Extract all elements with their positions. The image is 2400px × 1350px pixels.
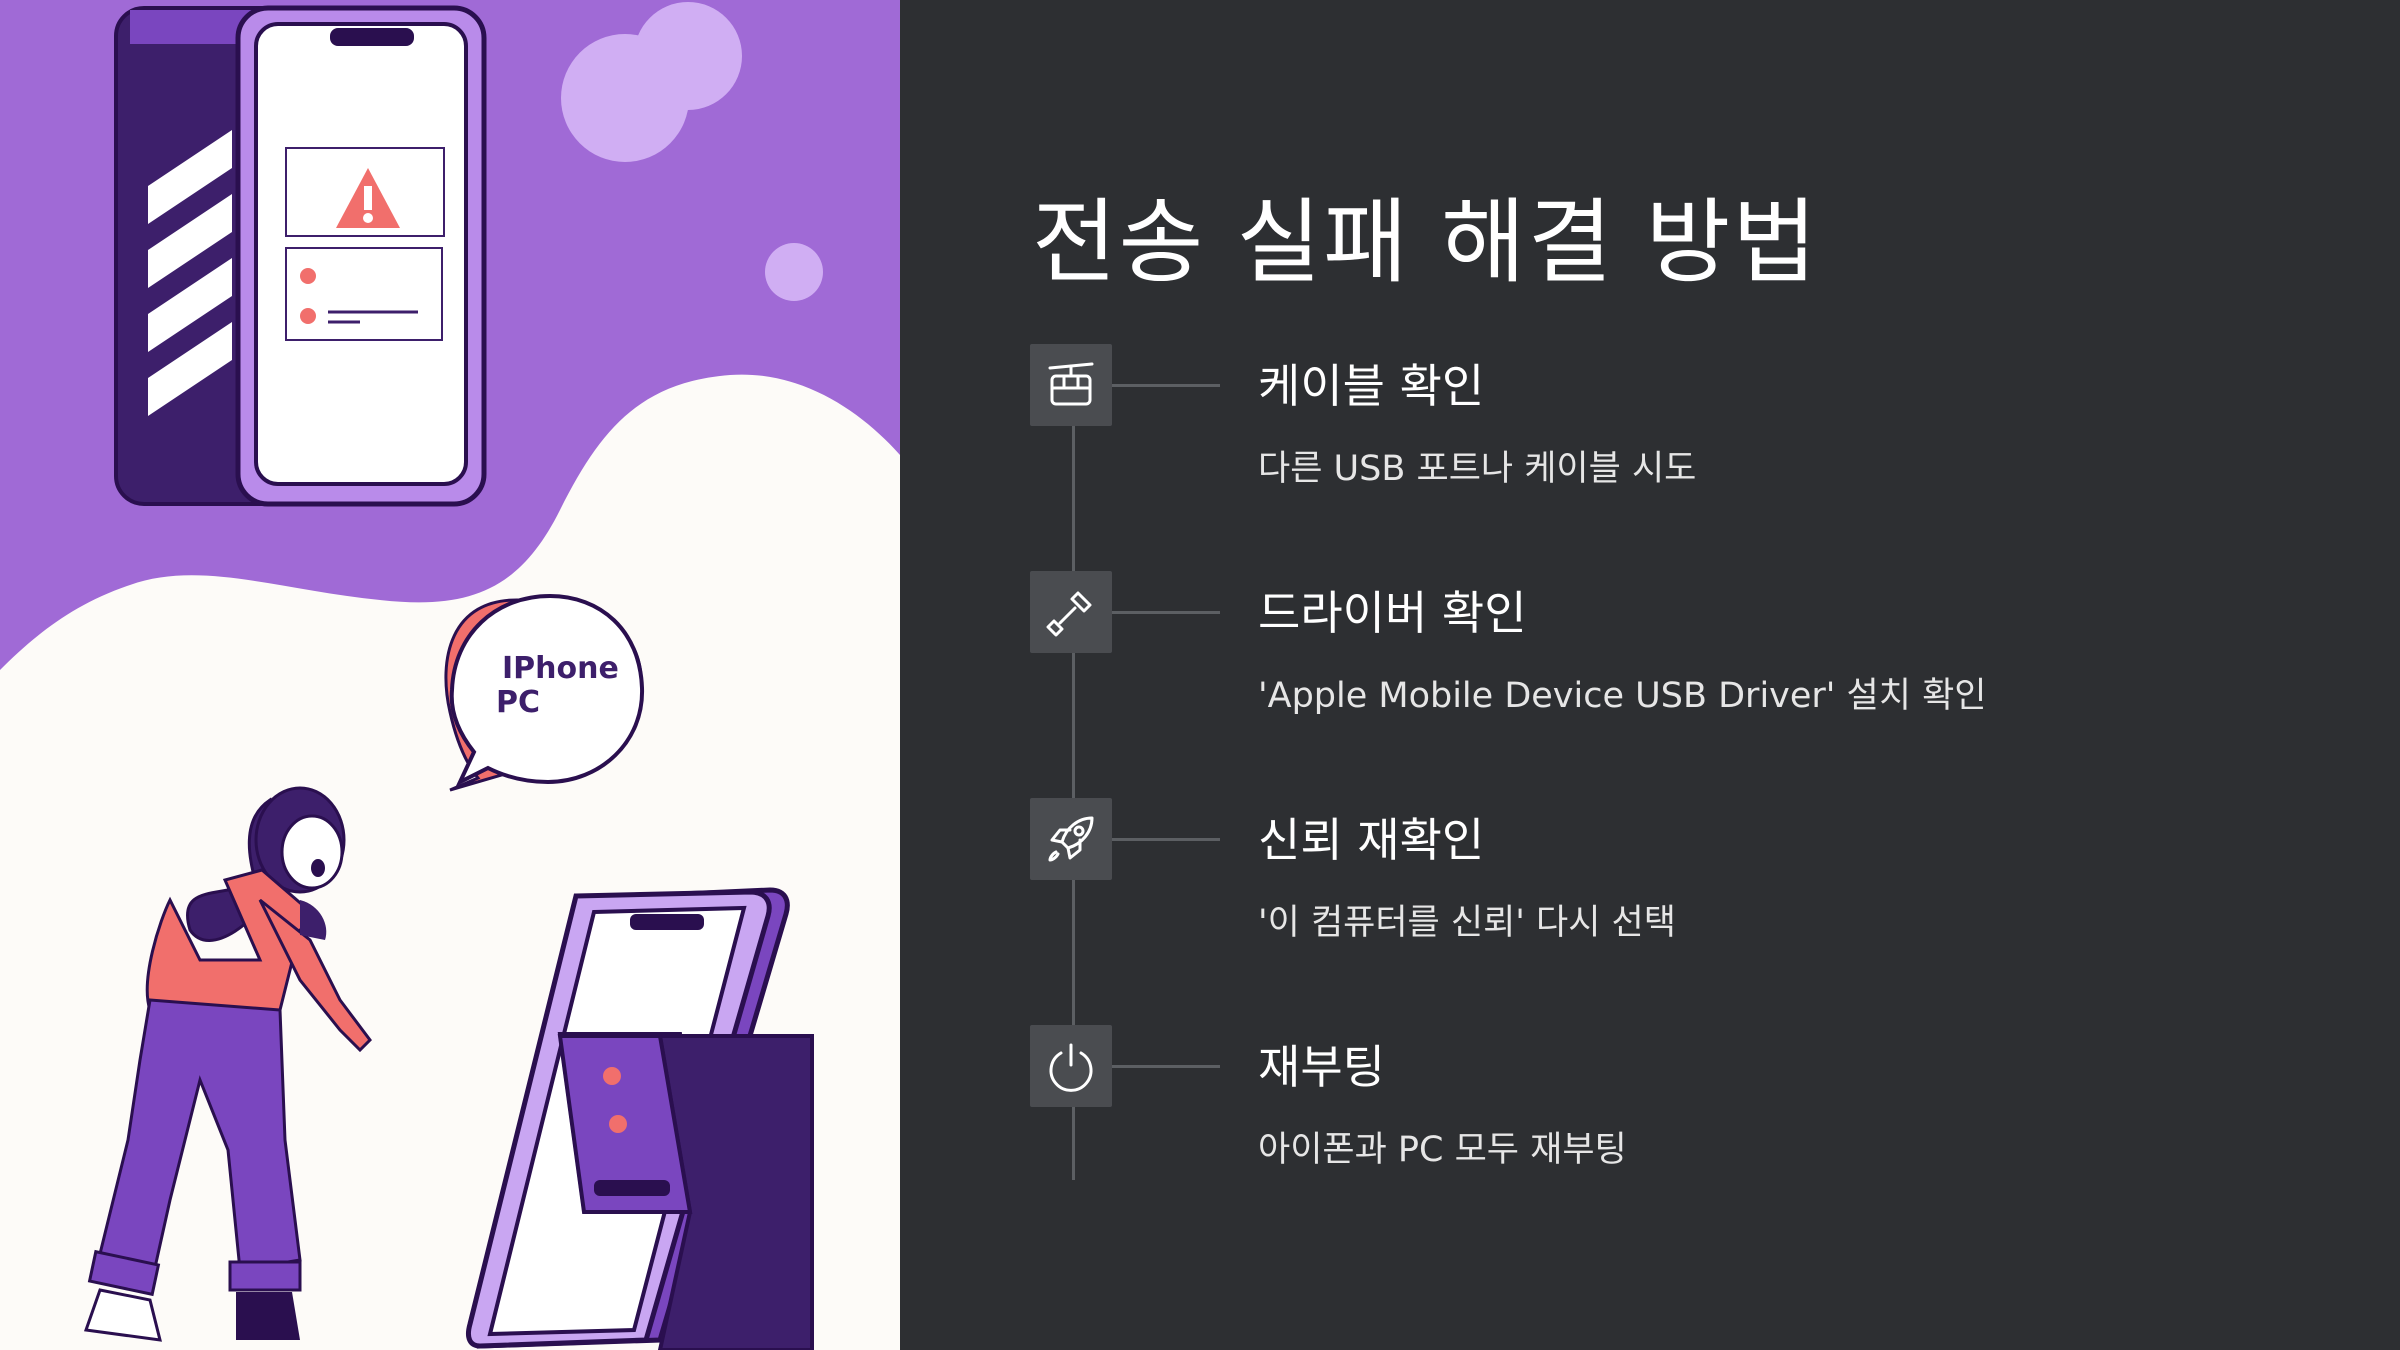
step-driver: 드라이버 확인 'Apple Mobile Device USB Driver'… xyxy=(900,571,2400,771)
step-description: 다른 USB 포트나 케이블 시도 xyxy=(1258,449,1697,489)
step-icon-box xyxy=(1030,798,1112,880)
step-connector xyxy=(1112,1065,1220,1068)
step-description: 아이폰과 PC 모두 재부팅 xyxy=(1258,1130,1627,1170)
step-trust: 신뢰 재확인 '이 컴퓨터를 신뢰' 다시 선택 xyxy=(900,798,2400,998)
screwdriver-icon xyxy=(1046,591,1092,637)
step-icon-box xyxy=(1030,344,1112,426)
step-icon-box xyxy=(1030,571,1112,653)
step-description: '이 컴퓨터를 신뢰' 다시 선택 xyxy=(1258,903,1676,943)
decor-circles xyxy=(561,2,823,301)
step-title: 신뢰 재확인 xyxy=(1258,813,1485,867)
bottom-phone-illustration xyxy=(465,887,814,1350)
step-title: 드라이버 확인 xyxy=(1258,586,1527,640)
rocket-icon xyxy=(1048,816,1094,862)
woman-illustration xyxy=(83,786,372,1342)
step-connector xyxy=(1112,611,1220,614)
speech-bubble: IPhone PC xyxy=(444,593,645,792)
step-connector xyxy=(1112,838,1220,841)
illustration-panel: IPhone PC xyxy=(0,0,900,1350)
timeline-line xyxy=(1072,380,1075,1180)
step-icon-box xyxy=(1030,1025,1112,1107)
cable-car-icon xyxy=(1048,362,1094,406)
illustration: IPhone PC xyxy=(0,0,900,1350)
step-description: 'Apple Mobile Device USB Driver' 설치 확인 xyxy=(1258,676,1987,716)
step-connector xyxy=(1112,384,1220,387)
step-title: 재부팅 xyxy=(1258,1040,1385,1094)
step-title: 케이블 확인 xyxy=(1258,359,1485,413)
bubble-text-iphone: IPhone xyxy=(502,651,619,686)
step-reboot: 재부팅 아이폰과 PC 모두 재부팅 xyxy=(900,1025,2400,1225)
page-title: 전송 실패 해결 방법 xyxy=(1032,189,1819,296)
content-panel: 전송 실패 해결 방법 케이블 확인 다른 USB 포트나 케이블 시도 xyxy=(900,0,2400,1350)
power-icon xyxy=(1049,1043,1093,1092)
top-phone-illustration xyxy=(114,5,487,507)
bubble-text-pc: PC xyxy=(496,685,540,720)
step-cable: 케이블 확인 다른 USB 포트나 케이블 시도 xyxy=(900,344,2400,544)
